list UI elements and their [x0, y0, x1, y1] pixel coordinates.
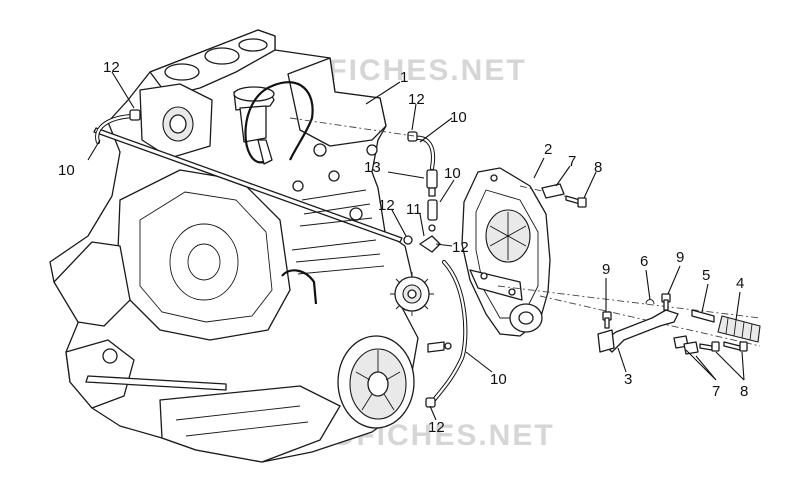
callout-9: 9 [602, 261, 610, 278]
callout-12: 12 [378, 197, 395, 214]
callout-7: 7 [568, 153, 576, 170]
callout-12: 12 [428, 419, 445, 436]
engine-block [49, 29, 452, 463]
callout-12: 12 [452, 239, 469, 256]
callout-10: 10 [58, 162, 75, 179]
leader-lines [87, 71, 745, 421]
spacer-and-bolt-upper [541, 183, 587, 208]
callout-8: 8 [740, 383, 748, 400]
callout-10: 10 [450, 109, 467, 126]
callout-10: 10 [490, 371, 507, 388]
callout-11: 11 [406, 201, 422, 218]
callout-1: 1 [400, 69, 408, 86]
callout-12: 12 [103, 59, 120, 76]
callout-13: 13 [364, 159, 381, 176]
hose-lower-right [425, 259, 468, 408]
hose-left [95, 109, 141, 145]
callout-6: 6 [640, 253, 648, 270]
callout-7: 7 [712, 383, 720, 400]
callout-4: 4 [736, 275, 744, 292]
sprocket-cover [461, 167, 551, 337]
gear-shift-lever [597, 293, 761, 355]
callout-2: 2 [544, 141, 552, 158]
callout-12: 12 [408, 91, 425, 108]
callout-10: 10 [444, 165, 461, 182]
axis-line-a [289, 117, 415, 137]
hose-upper-right [407, 131, 436, 171]
callout-labels: 1 12 12 10 10 2 7 8 13 10 12 11 12 9 6 9… [58, 59, 748, 436]
callout-8: 8 [594, 159, 602, 176]
callout-3: 3 [624, 371, 632, 388]
callout-9: 9 [676, 249, 684, 266]
axis-line-d [497, 285, 761, 319]
callout-5: 5 [702, 267, 710, 284]
